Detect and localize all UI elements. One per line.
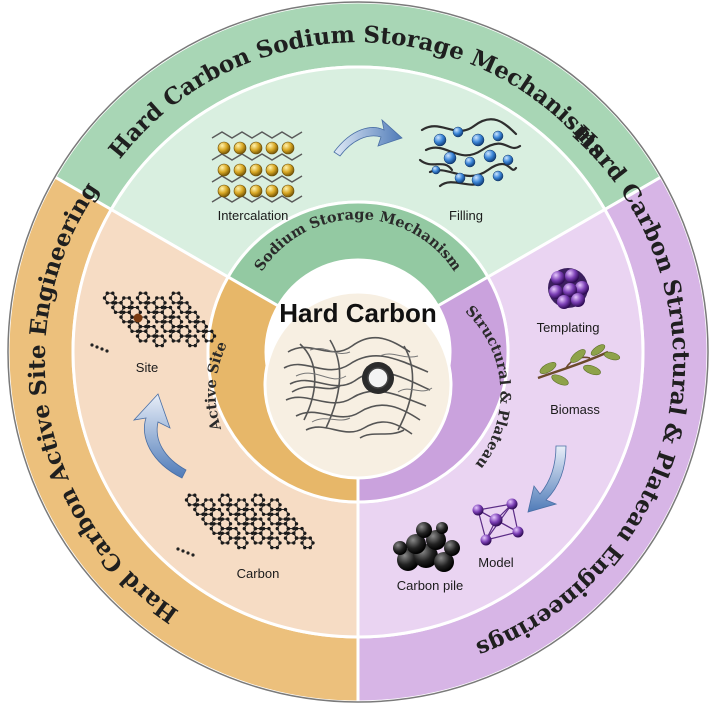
label-carbon: Carbon <box>237 566 280 581</box>
model-cluster-illustration <box>472 498 524 546</box>
label-model: Model <box>478 555 514 570</box>
label-carbon-pile: Carbon pile <box>397 578 464 593</box>
carbon-pile-illustration <box>393 522 460 572</box>
outer-circle-outline <box>7 1 709 703</box>
hard-carbon-structure-image <box>283 336 433 439</box>
ring-mid-top-sector <box>226 200 490 309</box>
biomass-branch-illustration <box>537 344 621 386</box>
label-templating: Templating <box>537 320 600 335</box>
label-intercalation: Intercalation <box>218 208 289 223</box>
center-title: Hard Carbon <box>279 298 436 328</box>
arrow-biomass-to-model-icon <box>527 445 567 513</box>
filling-illustration <box>418 118 522 188</box>
intercalation-illustration <box>211 131 303 203</box>
center-disc <box>263 290 453 480</box>
label-site: Site <box>136 360 158 375</box>
carbon-dots-icon <box>176 547 195 557</box>
carbon-lattice-illustration <box>184 493 315 550</box>
templating-sphere-illustration <box>548 268 589 309</box>
arrow-intercalation-to-filling-icon <box>333 118 403 157</box>
site-lattice-illustration <box>102 291 217 348</box>
label-filling: Filling <box>449 208 483 223</box>
arrow-carbon-to-site-icon <box>132 393 187 479</box>
site-dots-icon <box>90 343 109 353</box>
active-site-atom-icon <box>133 313 143 323</box>
label-biomass: Biomass <box>550 402 600 417</box>
